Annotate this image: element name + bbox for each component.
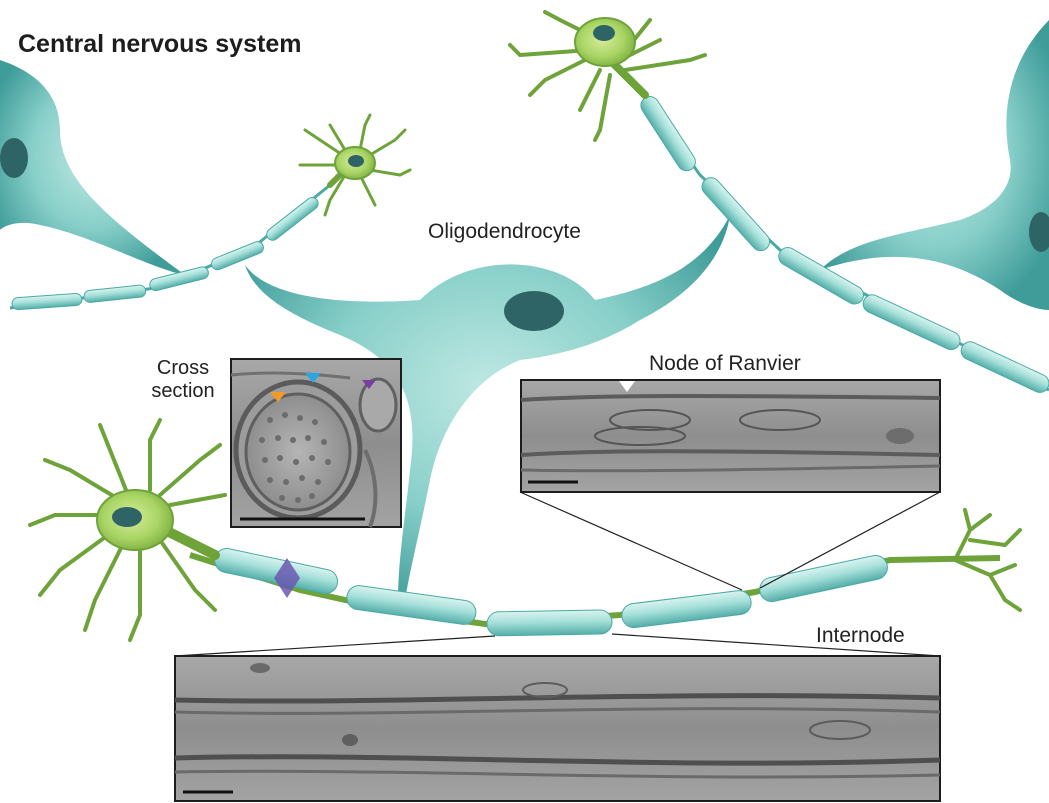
cross-section-label: Cross section <box>148 357 218 403</box>
oligodendrocyte-label: Oligodendrocyte <box>428 220 581 244</box>
axon-lower <box>190 546 1000 636</box>
page-title: Central nervous system <box>18 30 301 59</box>
oligodendrocyte-left <box>0 60 185 275</box>
oligodendrocyte-right <box>820 20 1049 310</box>
neuron-top <box>510 12 705 140</box>
node-of-ranvier-micrograph <box>521 380 940 492</box>
neuron-lower-left <box>30 420 225 640</box>
cross-section-label-line1: Cross <box>148 357 218 380</box>
internode-micrograph <box>175 656 940 801</box>
internode-label: Internode <box>816 624 905 648</box>
cross-section-micrograph <box>231 359 401 527</box>
node-of-ranvier-label: Node of Ranvier <box>649 352 801 376</box>
cross-section-label-line2: section <box>148 380 218 403</box>
